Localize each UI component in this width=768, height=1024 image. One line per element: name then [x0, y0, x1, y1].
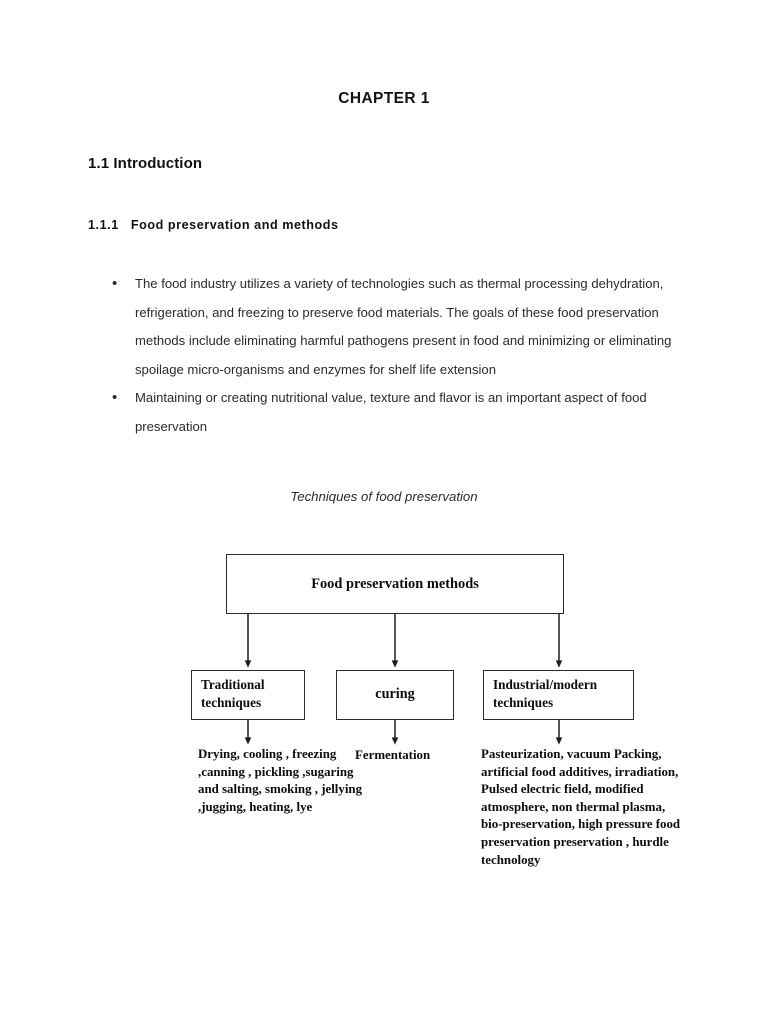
bullet-marker: •	[112, 389, 118, 407]
list-item-text: The food industry utilizes a variety of …	[135, 276, 672, 377]
diagram-node-industrial: Industrial/modern techniques	[483, 670, 634, 720]
bullet-marker: •	[112, 275, 118, 292]
list-item: • The food industry utilizes a variety o…	[110, 270, 680, 384]
subsection-heading: 1.1.1 Food preservation and methods	[88, 218, 339, 232]
list-item: • Maintaining or creating nutritional va…	[110, 384, 680, 441]
diagram-node-root: Food preservation methods	[226, 554, 564, 614]
diagram-detail-curing: Fermentation	[355, 748, 431, 762]
figure-caption: Techniques of food preservation	[290, 489, 478, 504]
chapter-title: CHAPTER 1	[338, 90, 430, 107]
list-item-text: Maintaining or creating nutritional valu…	[135, 390, 647, 434]
diagram-detail-industrial: Pasteurization, vacuum Packing, artifici…	[481, 747, 681, 867]
bullet-list: • The food industry utilizes a variety o…	[110, 270, 680, 442]
diagram-detail-traditional: Drying, cooling , freezing ,canning , pi…	[198, 747, 363, 814]
diagram-node-traditional: Traditional techniques	[191, 670, 305, 720]
diagram-node-curing: curing	[336, 670, 454, 720]
section-heading: 1.1 Introduction	[88, 155, 203, 172]
